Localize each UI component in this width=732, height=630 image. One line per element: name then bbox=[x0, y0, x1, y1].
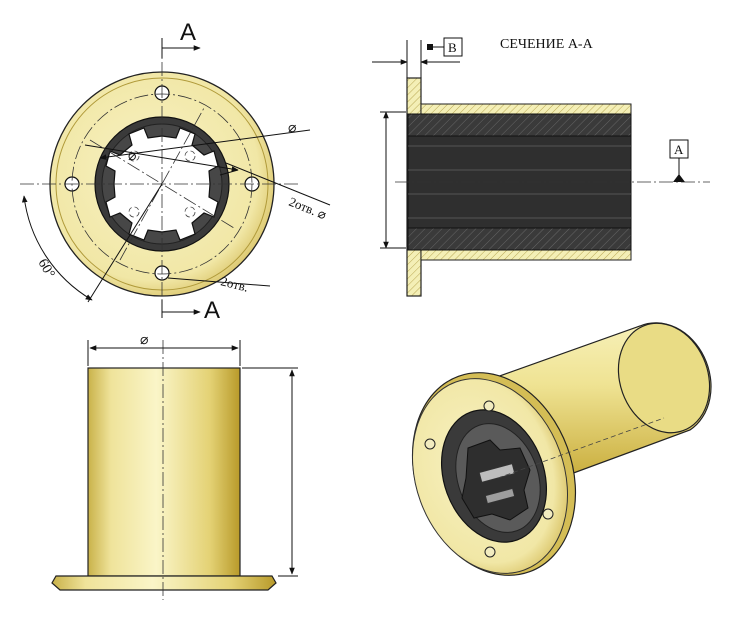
datum-b: B bbox=[448, 40, 457, 55]
angle-60: 60° bbox=[35, 257, 58, 281]
datum-a: A bbox=[674, 142, 684, 157]
section-marker-bottom: A bbox=[204, 297, 220, 324]
side-view: ⌀ bbox=[51, 333, 298, 600]
dim-diameter-side: ⌀ bbox=[140, 333, 148, 348]
dim-holes-1: 2отв. bbox=[219, 273, 250, 294]
isometric-view bbox=[411, 322, 712, 576]
front-view: A A ⌀ ⌀ 2отв. ⌀ 2отв. 60° bbox=[20, 19, 331, 324]
section-view: СЕЧЕНИЕ А-А B A bbox=[372, 37, 710, 297]
section-title: СЕЧЕНИЕ А-А bbox=[500, 37, 594, 52]
dim-diameter-2: ⌀ bbox=[128, 149, 136, 164]
section-marker-top: A bbox=[180, 19, 196, 46]
dim-holes-2: 2отв. ⌀ bbox=[287, 194, 329, 223]
dim-diameter-1: ⌀ bbox=[288, 121, 296, 136]
